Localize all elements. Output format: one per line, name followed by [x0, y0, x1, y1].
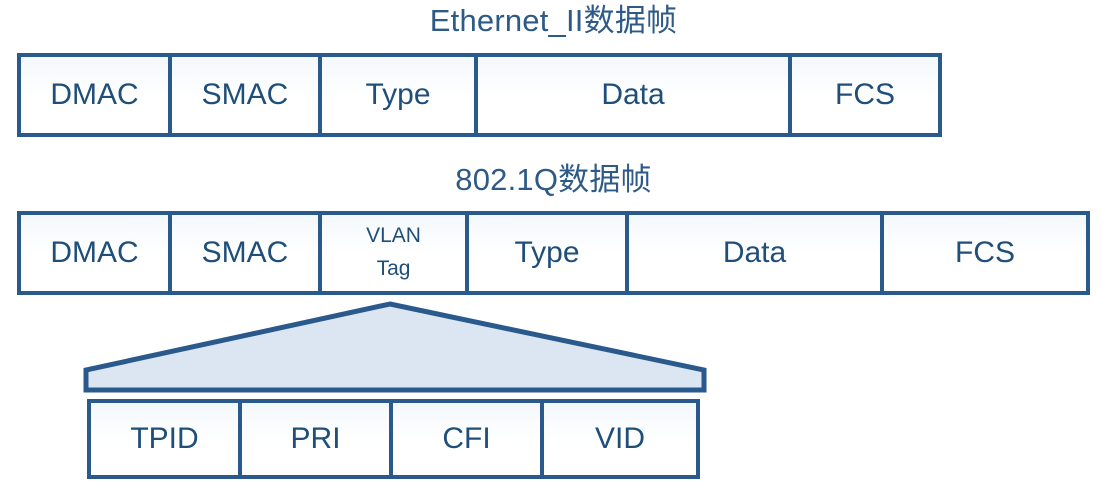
dot1q-field-fcs: FCS — [884, 215, 1086, 291]
frame-field-smac: SMAC — [172, 57, 322, 133]
frame-field-fcs: FCS — [792, 57, 938, 133]
vlan-tag-line-1: VLAN — [366, 224, 421, 248]
vlan-detail-field-vid: VID — [544, 403, 696, 475]
callout-polygon — [83, 301, 707, 393]
ethernet-frame-title: Ethernet_II数据帧 — [429, 3, 678, 38]
dot1q-field-vlan-tag: VLAN Tag — [322, 215, 469, 291]
callout-shape — [83, 301, 707, 393]
vlan-detail-field-tpid: TPID — [91, 403, 243, 475]
vlan-tag-expansion-callout — [80, 300, 710, 396]
dot1q-field-type: Type — [469, 215, 629, 291]
vlan-tag-line-2: Tag — [376, 257, 411, 280]
frame-field-dmac: DMAC — [21, 57, 172, 133]
frame-field-data: Data — [478, 57, 792, 133]
dot1q-field-smac: SMAC — [172, 215, 322, 291]
dot1q-field-dmac: DMAC — [21, 215, 172, 291]
frame-field-type: Type — [322, 57, 478, 133]
ethernet-frame-row: DMAC SMAC Type Data FCS — [17, 53, 942, 137]
dot1q-frame-title: 802.1Q数据帧 — [455, 162, 652, 197]
vlan-detail-field-cfi: CFI — [393, 403, 545, 475]
vlan-tag-detail-row: TPID PRI CFI VID — [87, 399, 700, 479]
dot1q-field-data: Data — [629, 215, 884, 291]
dot1q-frame-row: DMAC SMAC VLAN Tag Type Data FCS — [17, 211, 1090, 295]
vlan-detail-field-pri: PRI — [242, 403, 394, 475]
